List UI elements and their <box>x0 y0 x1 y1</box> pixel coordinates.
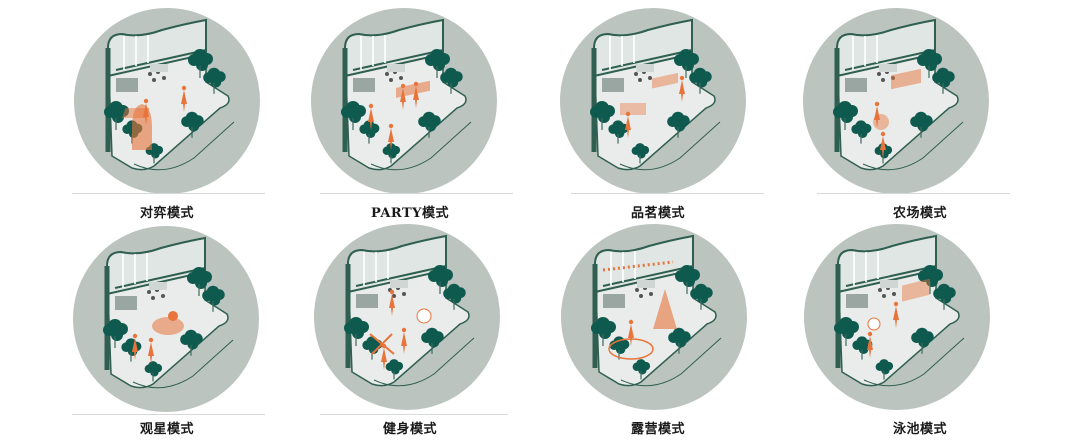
tree-icon <box>440 67 463 94</box>
tree-icon <box>933 283 956 310</box>
tree-icon <box>421 327 444 354</box>
tree-icon <box>425 49 450 78</box>
tree-icon <box>341 101 366 130</box>
tree-icon <box>833 101 858 130</box>
tree-icon <box>632 359 651 380</box>
tree-icon <box>668 327 691 354</box>
tree-icon <box>608 120 629 144</box>
mode-illustration <box>803 8 989 194</box>
tree-icon <box>852 336 873 360</box>
tree-icon <box>875 359 894 380</box>
mode-label: 农场模式 <box>892 206 947 221</box>
tree-icon <box>103 319 128 348</box>
tree-icon <box>188 49 213 78</box>
mode-illustration <box>560 8 746 194</box>
mode-illustration <box>804 224 990 410</box>
tree-icon <box>690 283 713 310</box>
tree-icon <box>202 285 225 312</box>
tree-icon <box>590 101 615 130</box>
tree-icon <box>187 267 212 296</box>
mode-illustration <box>74 8 260 194</box>
tree-icon <box>917 49 942 78</box>
mode-label: PARTY模式 <box>371 206 449 221</box>
divider <box>320 414 508 415</box>
tree-icon <box>144 361 163 382</box>
tree-icon <box>385 359 404 380</box>
activity-figures <box>132 311 184 364</box>
mode-label: 对弈模式 <box>139 206 194 221</box>
mode-illustration <box>73 226 259 412</box>
activity-figures <box>368 80 430 150</box>
activity-figures <box>602 260 677 360</box>
mode-label: 泳池模式 <box>892 422 947 437</box>
mode-illustration <box>311 8 497 194</box>
activity-figures <box>121 85 187 150</box>
divider <box>72 193 265 194</box>
tree-icon <box>203 67 226 94</box>
tree-icon <box>591 317 616 346</box>
mode-label: 健身模式 <box>382 422 437 437</box>
tree-icon <box>180 329 203 356</box>
mode-label: 观星模式 <box>139 422 194 437</box>
tree-icon <box>834 317 859 346</box>
tree-icon <box>675 265 700 294</box>
tree-icon <box>689 67 712 94</box>
divider <box>72 414 265 415</box>
divider <box>817 193 1010 194</box>
tree-icon <box>932 67 955 94</box>
tree-icon <box>418 111 441 138</box>
activity-figures <box>369 289 432 370</box>
tree-icon <box>674 49 699 78</box>
tree-icon <box>344 317 369 346</box>
mode-illustration <box>314 224 500 410</box>
tree-icon <box>631 143 650 164</box>
tree-icon <box>181 111 204 138</box>
mode-label: 露营模式 <box>630 422 685 437</box>
activity-figures <box>867 278 930 358</box>
tree-icon <box>851 120 872 144</box>
divider <box>571 193 764 194</box>
tree-icon <box>443 283 466 310</box>
divider <box>320 193 513 194</box>
tree-icon <box>918 265 943 294</box>
mode-label: 品茗模式 <box>630 206 685 221</box>
tree-icon <box>428 265 453 294</box>
tree-icon <box>667 111 690 138</box>
tree-icon <box>910 111 933 138</box>
mode-illustration <box>561 224 747 410</box>
activity-figures <box>620 72 685 138</box>
tree-icon <box>874 143 893 164</box>
tree-icon <box>911 327 934 354</box>
activity-figures <box>873 68 921 158</box>
